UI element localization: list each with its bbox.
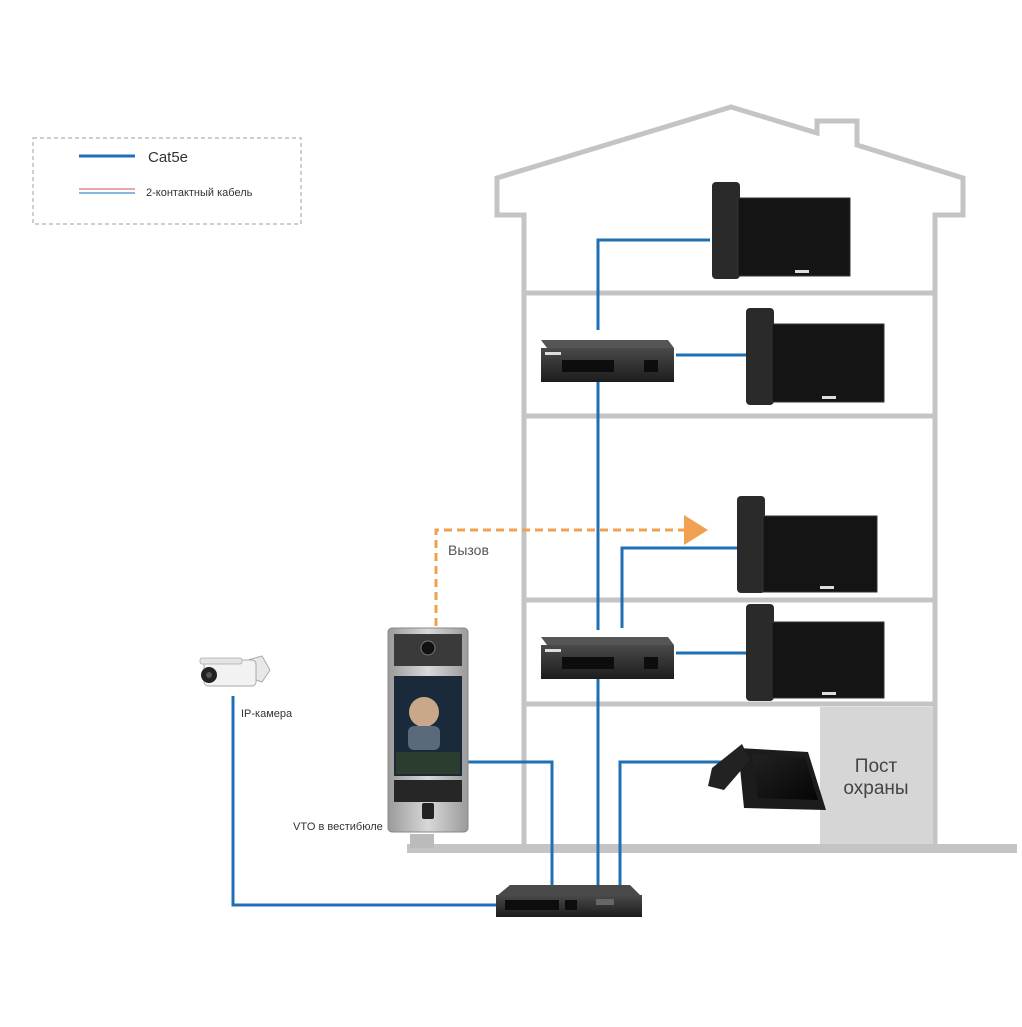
monitor-screen — [771, 323, 885, 403]
master-station-screen — [752, 754, 818, 800]
monitor-handset — [737, 496, 765, 593]
call-label: Вызов — [448, 542, 489, 558]
switch-display — [596, 899, 614, 905]
master-station-handset — [708, 744, 750, 790]
vto-fingerprint-reader — [422, 803, 434, 819]
ip-camera — [199, 655, 271, 687]
switch-top — [541, 637, 674, 645]
monitor-handset — [712, 182, 740, 279]
monitor-handset — [746, 308, 774, 405]
indoor-monitor-1 — [712, 182, 851, 279]
guard-room-label-line2: охраны — [843, 778, 908, 799]
indoor-monitor-3 — [737, 496, 878, 593]
switch-logo — [545, 649, 561, 652]
indoor-monitor-2 — [746, 308, 885, 405]
cable-camera-to-main — [231, 696, 500, 907]
switch-top — [498, 885, 640, 895]
cable-vto-to-main — [466, 760, 554, 888]
monitor-logo — [820, 586, 834, 589]
switch-uplink-port — [644, 657, 658, 669]
vto-label: VTO в вестибюле — [293, 821, 383, 833]
ip-camera-label: IP-камера — [241, 708, 293, 720]
guard-room-label-line1: Пост — [855, 756, 898, 777]
vto-screen-buttons — [396, 752, 460, 774]
legend-frame — [32, 137, 302, 225]
switch-top — [541, 340, 674, 348]
vto-camera-lens — [420, 640, 436, 656]
master-station — [708, 744, 826, 810]
cable-guard-to-main — [618, 760, 728, 888]
vto-screen-face — [409, 697, 439, 727]
indoor-monitor-4 — [746, 604, 885, 701]
monitor-logo — [822, 396, 836, 399]
vto-screen-person — [408, 726, 440, 750]
poe-switch-lower — [541, 637, 674, 679]
switch-ports — [505, 900, 559, 910]
legend-two-wire-label: 2-контактный кабель — [146, 187, 253, 199]
building — [494, 104, 966, 848]
switch-sfp-ports — [565, 900, 577, 910]
main-switch — [496, 885, 642, 917]
switch-ports — [562, 657, 614, 669]
camera-hood — [199, 657, 243, 665]
monitor-handset — [746, 604, 774, 701]
switch-logo — [545, 352, 561, 355]
monitor-screen — [762, 515, 878, 593]
legend: Cat5e 2-контактный кабель — [32, 137, 302, 225]
monitor-logo — [822, 692, 836, 695]
legend-cat5e-label: Cat5e — [148, 149, 188, 166]
cable-switch2-to-monitor3 — [620, 546, 737, 628]
guard-room — [820, 707, 933, 844]
monitor-screen — [737, 197, 851, 277]
vto-door-station — [387, 627, 469, 848]
monitor-screen — [771, 621, 885, 699]
switch-uplink-port — [644, 360, 658, 372]
ground-line — [407, 844, 1017, 853]
switch-ports — [562, 360, 614, 372]
call-arrow — [434, 515, 708, 626]
building-outline — [494, 104, 966, 848]
camera-lens-center — [206, 672, 212, 678]
vto-mount-base — [410, 834, 434, 848]
cable-switch1-to-monitor1 — [596, 238, 710, 330]
vto-keypad-band — [394, 780, 462, 802]
poe-switch-upper — [541, 340, 674, 382]
cat5e-cables — [231, 238, 746, 907]
monitor-logo — [795, 270, 809, 273]
